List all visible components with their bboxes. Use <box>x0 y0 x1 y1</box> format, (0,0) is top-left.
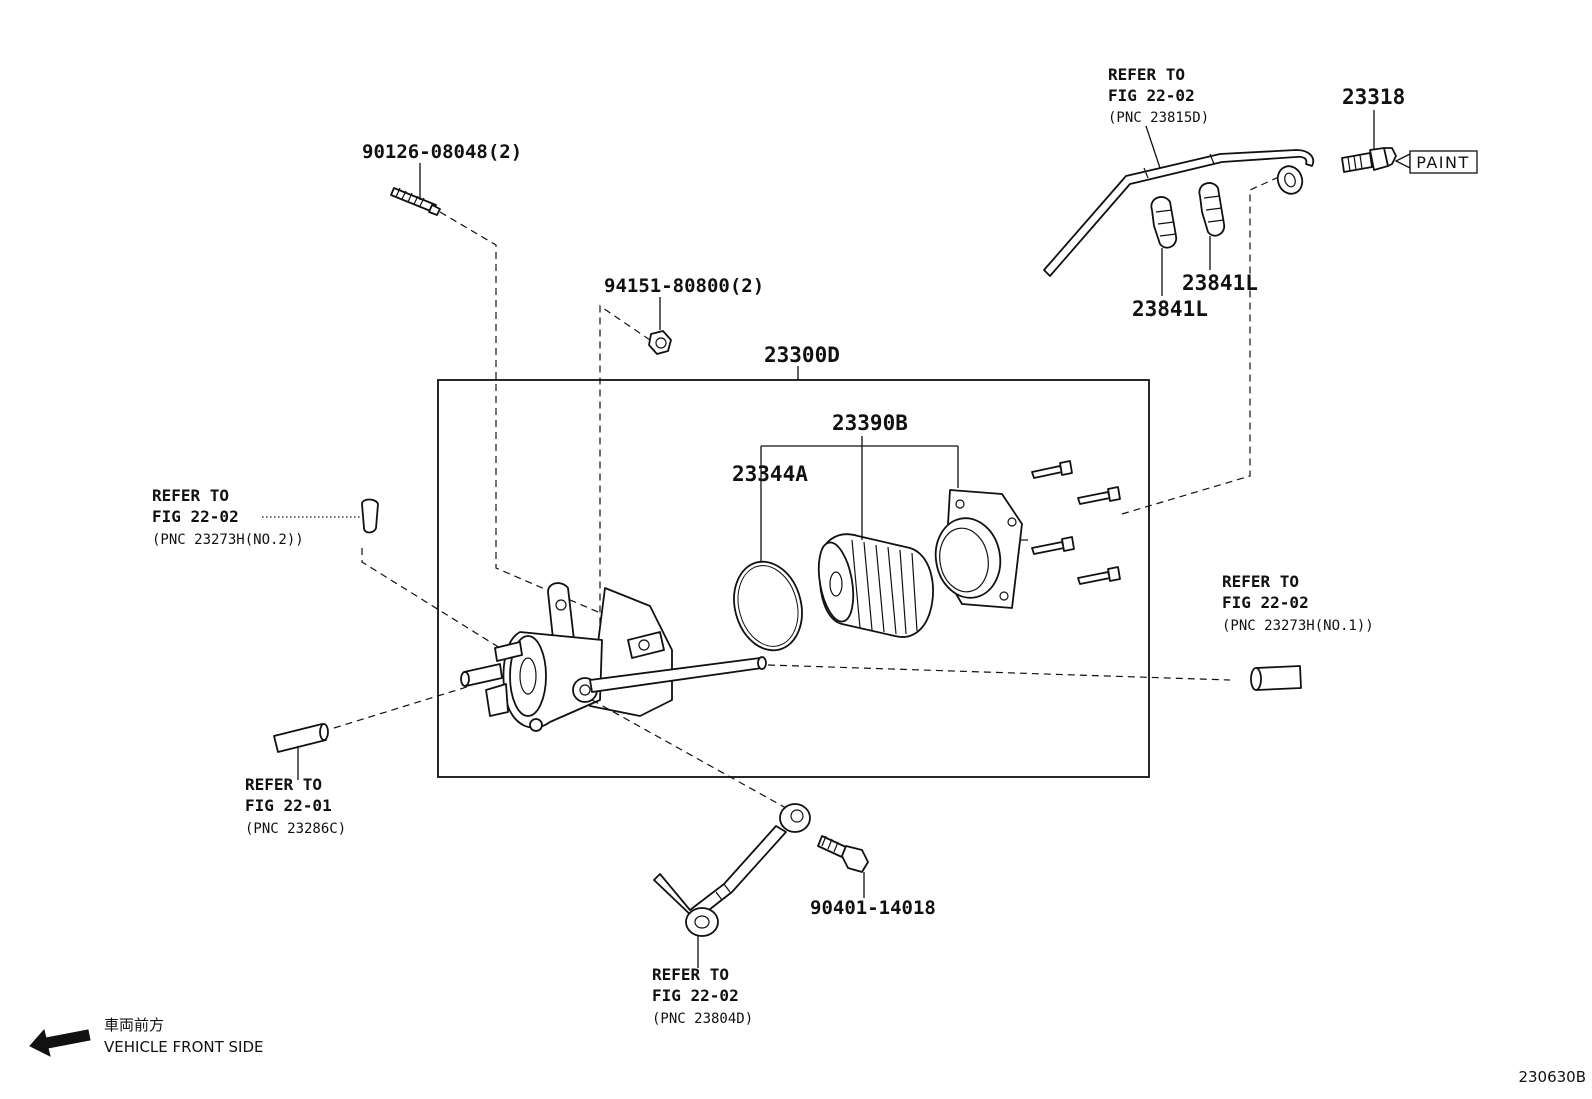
ref-right-line1: REFER TO <box>1222 572 1299 591</box>
ref-bottom-left-line2: FIG 22-01 <box>245 796 332 815</box>
label-union-bolt-top: 23318 <box>1342 85 1405 109</box>
cover-bolt <box>1077 486 1121 505</box>
filter-element <box>817 533 934 638</box>
ref-bottom-left-line3: (PNC 23286C) <box>245 821 346 837</box>
label-stud-bolt: 90126-08048(2) <box>362 141 522 163</box>
label-clamp-b: 23841L <box>1182 271 1258 295</box>
label-union-bolt-bottom: 90401-14018 <box>810 897 936 919</box>
label-nut: 94151-80800(2) <box>604 275 764 297</box>
o-ring <box>733 560 803 652</box>
filter-cover <box>934 489 1028 609</box>
ref-left-line2: FIG 22-02 <box>152 507 239 526</box>
label-assembly: 23300D <box>764 343 840 367</box>
ref-top-line3: (PNC 23815D) <box>1108 110 1209 126</box>
fuel-pipe-bottom <box>653 803 811 937</box>
cover-bolt <box>1031 460 1073 479</box>
figure-code: 230630B <box>1518 1068 1586 1086</box>
ref-bottom-left-line1: REFER TO <box>245 775 322 794</box>
ref-right-line3: (PNC 23273H(NO.1)) <box>1222 618 1374 634</box>
clamp-b <box>1198 182 1226 237</box>
svg-text:PAINT: PAINT <box>1416 153 1470 172</box>
label-clamp-a: 23841L <box>1132 297 1208 321</box>
cover-bolt <box>1077 566 1121 585</box>
union-bolt-bottom <box>817 835 869 873</box>
label-o-ring: 23344A <box>732 462 808 486</box>
clamp-a <box>1150 196 1178 249</box>
assembly-frame <box>437 379 1150 778</box>
ref-top-line2: FIG 22-02 <box>1108 86 1195 105</box>
orientation-en: VEHICLE FRONT SIDE <box>104 1038 264 1056</box>
paint-tag: PAINT <box>1394 150 1478 174</box>
ref-left-line3: (PNC 23273H(NO.2)) <box>152 532 304 548</box>
ref-bottom-line1: REFER TO <box>652 965 729 984</box>
union-bolt-top <box>1341 147 1397 173</box>
ref-left-line1: REFER TO <box>152 486 229 505</box>
cover-bolt <box>1031 536 1075 555</box>
arrow-left-icon <box>29 1028 91 1057</box>
hose-stub-left <box>361 498 379 534</box>
orientation-jp: 車両前方 <box>104 1016 164 1034</box>
hose-stub-bottom-left <box>273 723 329 753</box>
stud-bolt <box>390 187 441 216</box>
ref-bottom-line3: (PNC 23804D) <box>652 1011 753 1027</box>
filter-housing <box>460 582 767 732</box>
ref-top-line1: REFER TO <box>1108 65 1185 84</box>
nut <box>648 330 672 355</box>
hose-stub-right <box>1250 665 1302 691</box>
ref-right-line2: FIG 22-02 <box>1222 593 1309 612</box>
label-element-kit: 23390B <box>832 411 908 435</box>
fuel-pipe-top <box>1043 149 1315 277</box>
ref-bottom-line2: FIG 22-02 <box>652 986 739 1005</box>
